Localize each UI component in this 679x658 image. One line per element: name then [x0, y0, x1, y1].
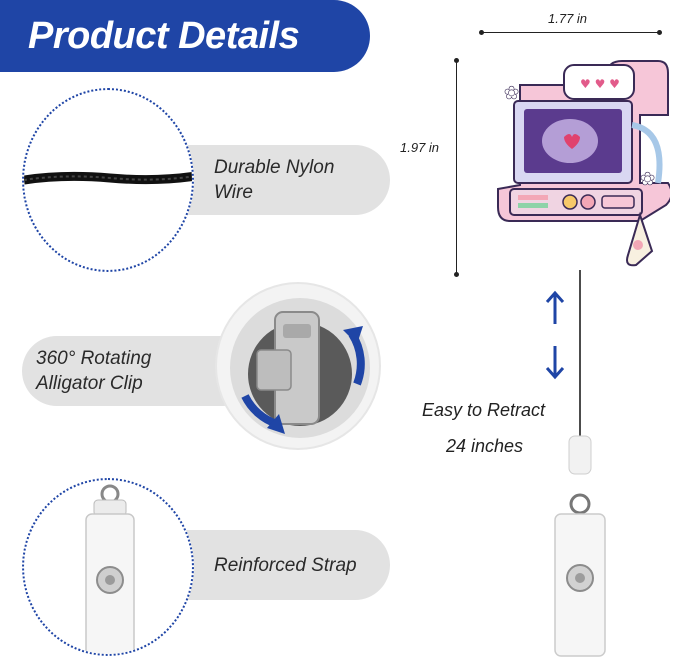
svg-text:✿: ✿ [504, 83, 519, 104]
nylon-wire-closeup [22, 88, 194, 272]
svg-text:♥ ♥ ♥: ♥ ♥ ♥ [580, 77, 620, 91]
arrow-up-icon [545, 290, 565, 324]
header-banner [0, 0, 370, 72]
feature-label: 360° Rotating [36, 348, 152, 369]
badge-reel-illustration: ♥ ♥ ♥ ✿ ✿ [497, 60, 670, 267]
measure-endpoint [454, 58, 459, 63]
retract-text: Easy to Retract [422, 400, 546, 420]
reinforced-strap-closeup [22, 478, 194, 656]
rotating-clip-closeup [215, 282, 381, 450]
feature-label: Durable Nylon [214, 157, 335, 178]
alligator-clip-illustration [230, 298, 370, 438]
width-label: 1.77 in [548, 11, 588, 26]
feature-label: Alligator Clip [36, 373, 143, 394]
page-title: Product Details [28, 15, 300, 57]
retract-cord [579, 270, 581, 442]
width-measure-line [481, 32, 659, 33]
feature-label: Wire [214, 182, 253, 203]
measure-endpoint [454, 272, 459, 277]
feature-label: Reinforced Strap [214, 554, 357, 576]
retract-length: 24 inches [446, 436, 524, 456]
height-label: 1.97 in [400, 140, 440, 155]
measure-endpoint [657, 30, 662, 35]
nylon-wire-illustration [24, 171, 192, 185]
height-measure-line [456, 60, 457, 274]
svg-text:✿: ✿ [640, 169, 655, 190]
badge-strap-illustration [554, 435, 606, 657]
retract-arrows [545, 290, 565, 380]
strap-illustration [85, 484, 135, 654]
arrow-down-icon [545, 346, 565, 380]
measure-endpoint [479, 30, 484, 35]
